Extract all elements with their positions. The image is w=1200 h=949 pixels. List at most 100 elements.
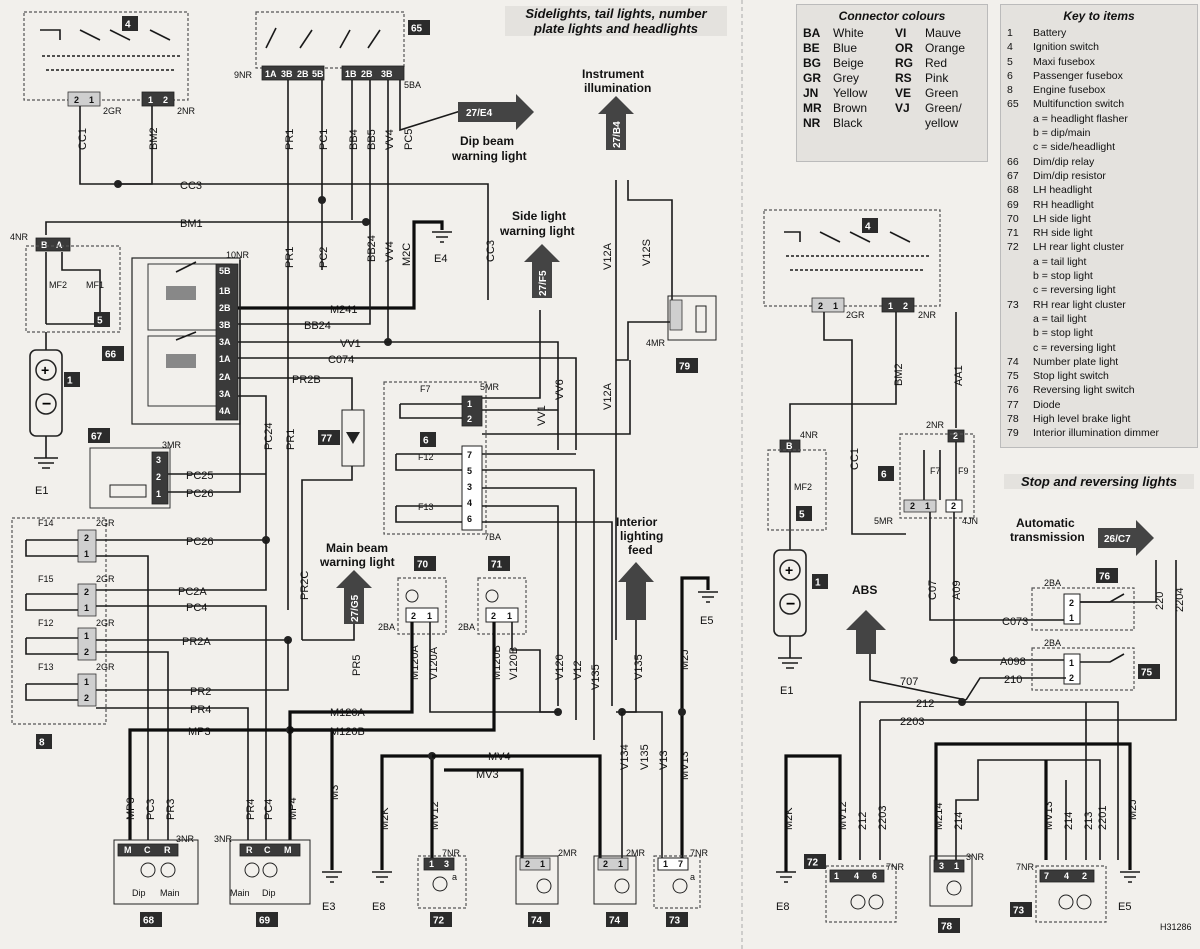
- conn-F15: F15: [38, 574, 54, 584]
- wire-V135: V135: [590, 664, 602, 690]
- r-conn-MF2: MF2: [794, 482, 812, 492]
- conn-F13: F13: [418, 502, 434, 512]
- conn-g2d: 2GR: [96, 662, 115, 672]
- arrow-ref-auto: 26/C7: [1104, 534, 1131, 545]
- r-conn-2NRb: 2NR: [926, 420, 945, 430]
- r-wire-A09: A09: [951, 580, 963, 600]
- svg-text:B: B: [786, 441, 793, 451]
- svg-text:3A: 3A: [219, 337, 231, 347]
- key-item-text: LH side light: [1033, 212, 1091, 225]
- rh-side-light-box: [477, 577, 527, 635]
- svg-text:4: 4: [1064, 871, 1069, 881]
- conn-7NR73: 7NR: [690, 848, 709, 858]
- wire-VV4b: VV4: [384, 241, 396, 262]
- key-item-text: b = stop light: [1033, 270, 1093, 283]
- key-item-text: Ignition switch: [1033, 41, 1099, 54]
- wire-V12A: V12A: [602, 242, 614, 270]
- wire-PC26: PC26: [186, 488, 214, 500]
- wire-VV1b: VV1: [536, 405, 548, 426]
- main-label-1: Main beam: [326, 541, 388, 555]
- svg-text:R: R: [164, 845, 171, 855]
- wire-PR3: PR3: [165, 799, 177, 820]
- wire-BM2: BM2: [148, 127, 160, 150]
- wire-PR1b: PR1: [284, 247, 296, 268]
- lamp-main2: Main: [230, 888, 250, 898]
- conn-9NR: 9NR: [234, 70, 253, 80]
- r-conn-3NR78: 3NR: [966, 852, 985, 862]
- item-badge: 77: [321, 434, 333, 445]
- conn-2GR: 2GR: [103, 106, 122, 116]
- key-item-text: c = side/headlight: [1033, 141, 1116, 154]
- svg-text:1: 1: [148, 95, 153, 105]
- key-item-text: c = reversing light: [1033, 341, 1116, 354]
- svg-text:1: 1: [156, 489, 161, 499]
- wire-PC4v: PC4: [263, 799, 275, 820]
- abs-label: ABS: [852, 583, 877, 597]
- svg-text:4: 4: [854, 871, 859, 881]
- side-label-2: warning light: [499, 224, 575, 238]
- key-item-text: Diode: [1033, 398, 1061, 411]
- svg-text:1: 1: [888, 301, 893, 311]
- item-badge: 70: [417, 560, 429, 571]
- svg-text:2: 2: [491, 611, 496, 621]
- key-item-number: 73: [1007, 298, 1019, 311]
- r-earth-E1: E1: [780, 685, 793, 697]
- svg-text:A: A: [56, 240, 63, 250]
- key-item: b = stop light: [1007, 269, 1197, 283]
- wire-V12S: V12S: [641, 239, 653, 266]
- item-badge: 76: [1099, 572, 1111, 583]
- item-badge-bg: [488, 556, 510, 571]
- wire-PC24: PC24: [263, 422, 275, 450]
- wire-MV12: MV12: [429, 801, 441, 830]
- r-wire-2203: 2203: [900, 716, 924, 728]
- svg-text:1: 1: [467, 399, 472, 409]
- key-item-number: 70: [1007, 212, 1019, 225]
- conn-3NR69: 3NR: [214, 834, 233, 844]
- conn-g2c: 2GR: [96, 618, 115, 628]
- svg-text:1: 1: [954, 861, 959, 871]
- wire-V120B: V120B: [508, 647, 520, 680]
- svg-text:2: 2: [84, 533, 89, 543]
- wire-PR2: PR2: [190, 686, 211, 698]
- earth-E3: E3: [322, 901, 335, 913]
- key-item-text: Multifunction switch: [1033, 98, 1125, 111]
- svg-text:1A: 1A: [219, 354, 231, 364]
- conn-4NR: 4NR: [10, 232, 29, 242]
- colour-name: Pink: [925, 71, 949, 85]
- colour-code: MR: [803, 101, 822, 115]
- conn-2BA71: 2BA: [458, 622, 475, 632]
- key-item-number: 4: [1007, 41, 1013, 54]
- key-item: a = tail light: [1007, 255, 1197, 269]
- svg-text:2: 2: [1082, 871, 1087, 881]
- svg-text:3B: 3B: [219, 320, 231, 330]
- svg-text:1B: 1B: [345, 69, 357, 79]
- wire-M2C: M2C: [401, 243, 413, 266]
- colour-name: Orange: [925, 41, 966, 55]
- svg-text:2: 2: [156, 472, 161, 482]
- wire-MV4: MV4: [488, 751, 511, 763]
- svg-text:M: M: [284, 845, 292, 855]
- r-earth-E5: E5: [1118, 901, 1131, 913]
- conn-5BA: 5BA: [404, 80, 421, 90]
- item-badge-bg: [938, 918, 960, 933]
- wire-CC1: CC1: [77, 128, 89, 150]
- key-item-text: a = tail light: [1033, 312, 1087, 325]
- item-badge: 68: [143, 916, 155, 927]
- svg-text:2: 2: [84, 587, 89, 597]
- item-badge-bg: [606, 912, 628, 927]
- item-badge-bg: [36, 734, 52, 749]
- interior-label-3: feed: [628, 543, 653, 557]
- r-wire-214b: 214: [1063, 812, 1075, 830]
- wire-PR5: PR5: [351, 655, 363, 676]
- key-item-text: Number plate light: [1033, 355, 1119, 368]
- r-wire-M214: M214: [933, 802, 945, 830]
- conn-F14: F14: [38, 518, 54, 528]
- dip-label-2: warning light: [451, 149, 527, 163]
